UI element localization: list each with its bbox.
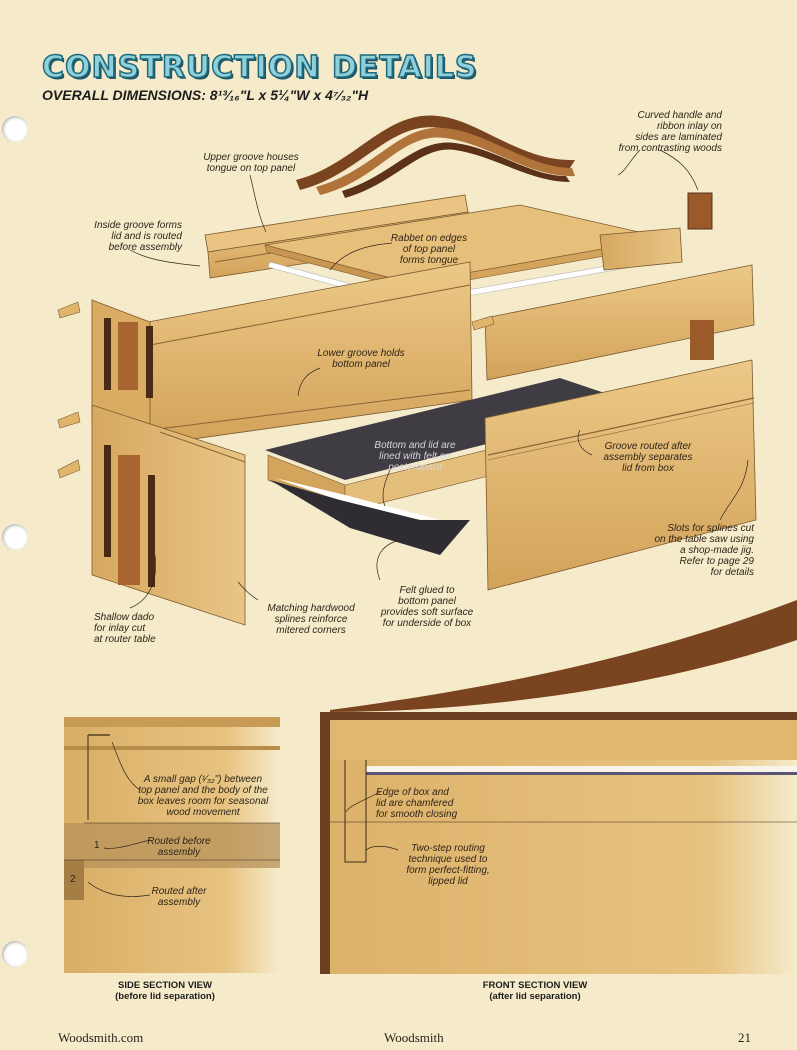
side-section-view — [64, 717, 280, 973]
side-section-caption: SIDE SECTION VIEW (before lid separation… — [115, 980, 215, 1002]
left-lower-panel — [91, 404, 246, 626]
right-front-panel — [484, 359, 757, 591]
decorative-swoosh — [330, 600, 797, 712]
callout-shallow-dado: Shallow dado for inlay cut at router tab… — [94, 612, 156, 645]
callout-inside-groove: Inside groove forms lid and is routed be… — [94, 220, 182, 253]
curved-handle — [296, 115, 575, 198]
binder-hole-bottom — [2, 941, 28, 967]
routed-after-note: Routed after assembly — [151, 886, 207, 908]
leader-lines — [129, 149, 749, 609]
callout-rabbet: Rabbet on edges of top panel forms tongu… — [390, 233, 468, 266]
overall-dimensions: OVERALL DIMENSIONS: 8¹³⁄₁₆"L x 5¼"W x 4⁷… — [42, 87, 369, 103]
front-section-caption: FRONT SECTION VIEW (after lid separation… — [482, 980, 588, 1002]
callout-felt: Felt glued to bottom panel provides soft… — [380, 585, 474, 629]
callout-lower-groove: Lower groove holds bottom panel — [317, 348, 405, 370]
right-back-panel — [484, 264, 755, 381]
callout-curved-handle: Curved handle and ribbon inlay on sides … — [618, 110, 722, 154]
routing-note: Two-step routing technique used to form … — [406, 843, 490, 887]
front-section-view — [320, 712, 797, 974]
ribbon-inlay-piece — [687, 192, 713, 230]
splines — [57, 301, 495, 479]
binder-hole-middle — [2, 524, 28, 550]
step-number-2: 2 — [70, 874, 76, 885]
callout-groove-routed: Groove routed after assembly separates l… — [603, 441, 693, 474]
footer-website: Woodsmith.com — [58, 1030, 144, 1045]
callout-slots: Slots for splines cut on the table saw u… — [654, 523, 754, 578]
chamfer-note: Edge of box and lid are chamfered for sm… — [376, 787, 458, 820]
gap-note: A small gap (¹⁄₃₂") between top panel an… — [137, 774, 269, 818]
routed-before-note: Routed before assembly — [147, 836, 211, 858]
page-title: CONSTRUCTION DETAILS — [41, 49, 478, 86]
right-lid-end — [599, 227, 683, 271]
footer-magazine: Woodsmith — [384, 1030, 444, 1045]
left-side-panel — [91, 261, 473, 446]
step-number-1: 1 — [94, 840, 100, 851]
binder-hole-top — [2, 116, 28, 142]
callout-splines: Matching hardwood splines reinforce mite… — [267, 603, 355, 636]
footer-page-number: 21 — [738, 1030, 751, 1045]
callout-upper-groove: Upper groove houses tongue on top panel — [203, 152, 299, 174]
callout-bottom-lid: Bottom and lid are lined with felt on po… — [374, 440, 456, 473]
